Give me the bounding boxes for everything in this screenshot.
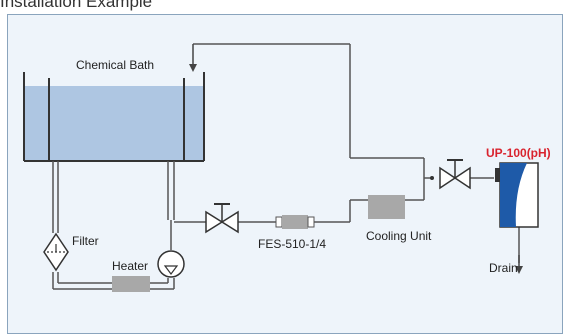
filter-icon — [43, 232, 69, 272]
pipe-junction — [430, 176, 434, 180]
page-title: Installation Example — [0, 0, 153, 11]
filter-label: Filter — [72, 234, 99, 248]
heater-block — [112, 276, 150, 292]
ph-sensor — [495, 162, 539, 228]
heater-label: Heater — [112, 259, 148, 273]
chemical-bath-label: Chemical Bath — [76, 58, 154, 72]
ph-sensor-label: UP-100(pH) — [486, 146, 551, 160]
fes-label: FES-510-1/4 — [258, 237, 326, 251]
pipe-network — [52, 43, 520, 290]
fes-510-component — [275, 215, 315, 229]
pump-icon — [157, 250, 185, 278]
valve-icon — [205, 203, 239, 234]
chemical-bath — [23, 72, 205, 162]
drain-label: Drain — [489, 261, 518, 275]
cooling-unit-label: Cooling Unit — [366, 229, 432, 243]
valve-icon — [439, 159, 471, 190]
cooling-unit-block — [368, 195, 405, 219]
bath-liquid — [24, 86, 204, 161]
